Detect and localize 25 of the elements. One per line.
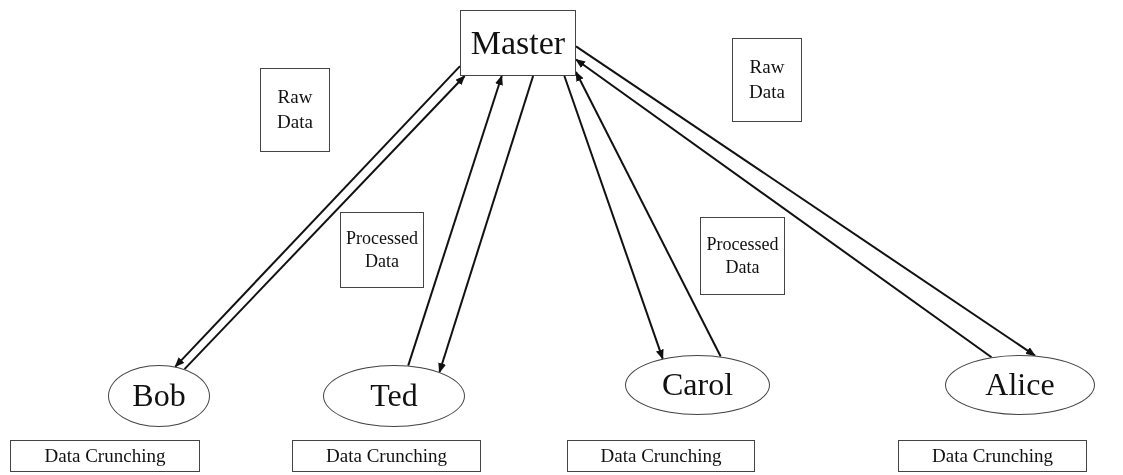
process-box xyxy=(260,68,330,152)
arrow xyxy=(407,75,503,367)
process-box xyxy=(567,440,755,472)
process-box xyxy=(700,217,785,295)
process-box xyxy=(898,440,1087,472)
node-label: Processed Data xyxy=(705,232,780,279)
process-box xyxy=(340,212,424,288)
node-label: Bob xyxy=(131,376,187,416)
node-label: Ted xyxy=(369,376,419,416)
node-label: Master xyxy=(469,22,567,63)
node-label: Raw Data xyxy=(276,85,314,134)
node-label: Data Crunching xyxy=(931,443,1054,468)
node-label: Data Crunching xyxy=(599,443,723,468)
arrow xyxy=(563,75,664,360)
process-box xyxy=(292,440,481,472)
node-label: Carol xyxy=(660,365,735,405)
node-label: Processed Data xyxy=(345,226,419,273)
node-label: Data Crunching xyxy=(43,443,167,468)
arrow xyxy=(438,75,535,374)
node-label: Raw Data xyxy=(748,55,786,104)
node-label: Alice xyxy=(984,365,1056,405)
process-box xyxy=(732,38,802,122)
node-label: Data Crunching xyxy=(325,443,448,468)
process-box xyxy=(10,440,200,472)
process-box xyxy=(460,10,576,76)
